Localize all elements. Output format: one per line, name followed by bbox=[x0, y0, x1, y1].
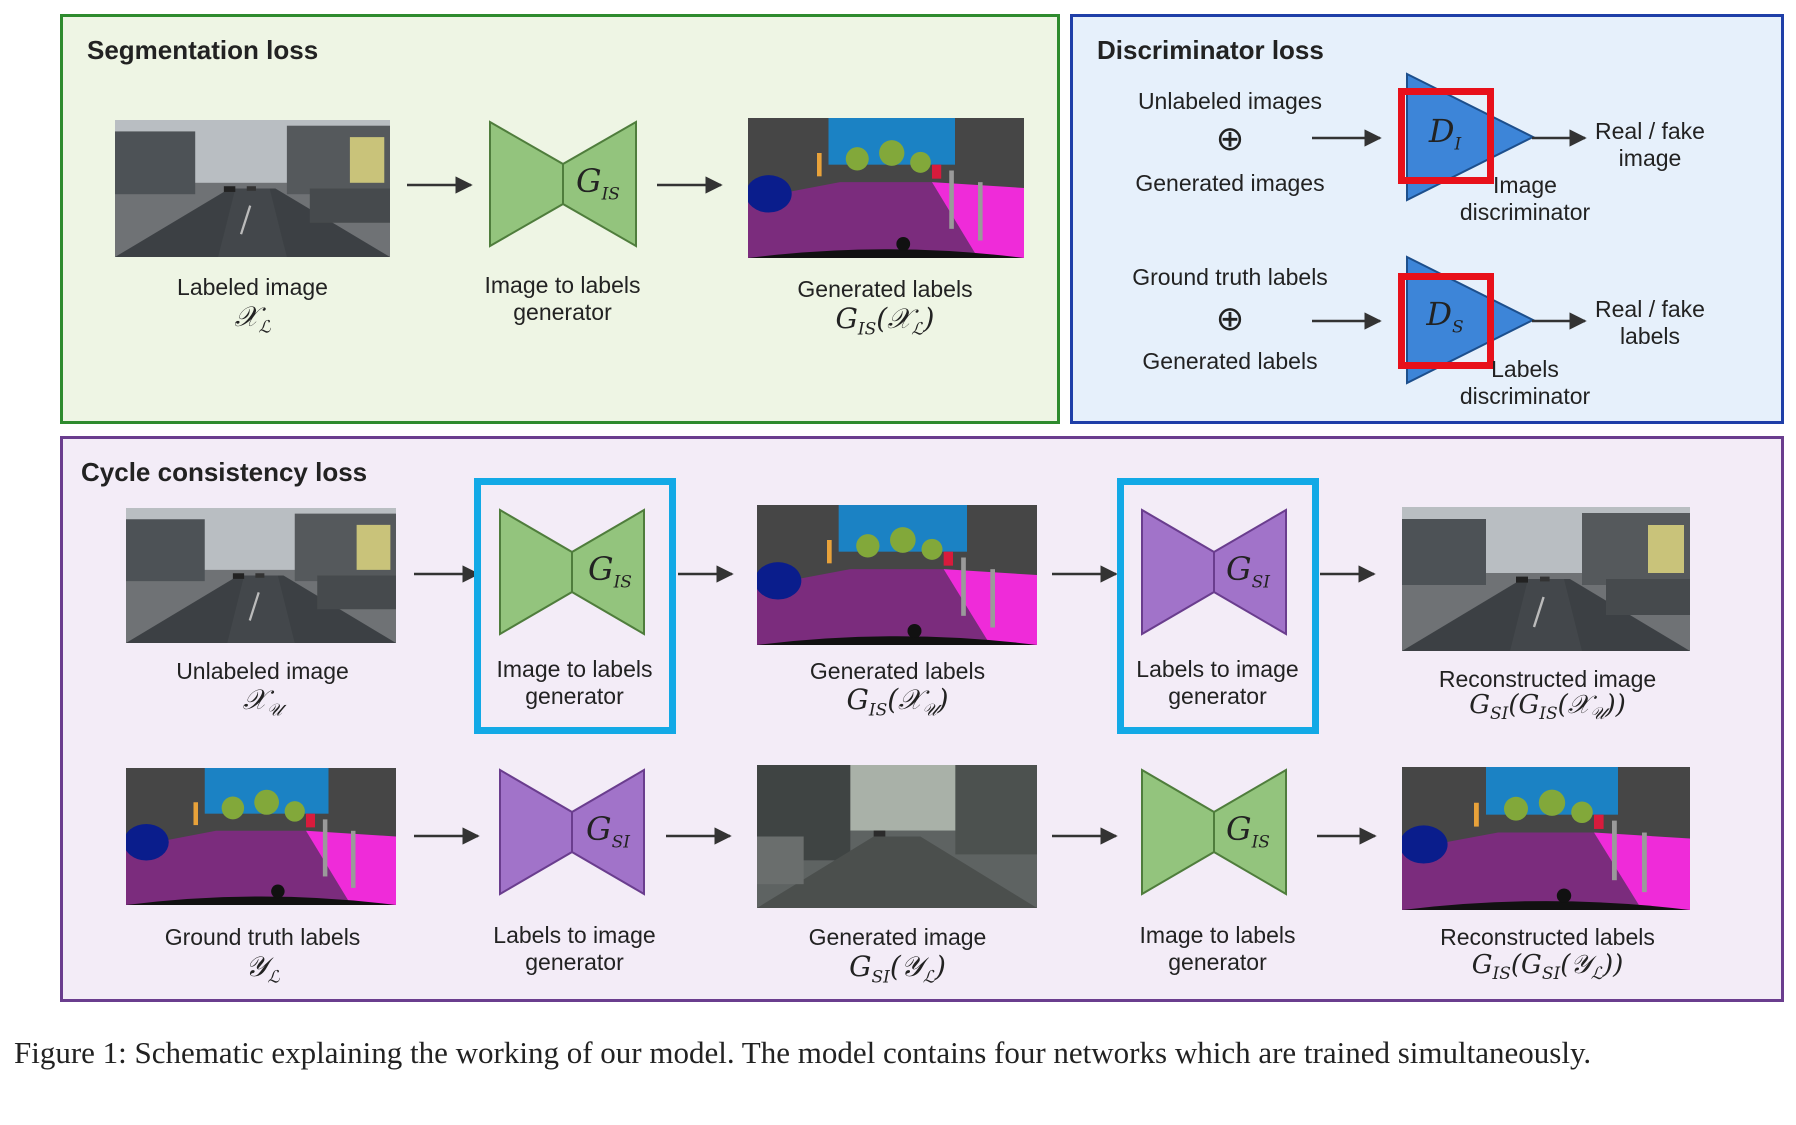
cycle-row1-arrow-4 bbox=[1320, 565, 1376, 583]
cycle-row2-gen1-math: GSI bbox=[586, 810, 630, 853]
cycle-row2-input-math: 𝒴ℒ bbox=[245, 950, 280, 988]
cycle-row1-gen1-shape bbox=[499, 508, 645, 636]
cycle-row2-gen2-label: Image to labels generator bbox=[1139, 922, 1296, 975]
seg-generator-gis-math: GIS bbox=[576, 162, 620, 205]
cycle-row1-arrow-1 bbox=[414, 565, 480, 583]
cycle-row1-input-label: Unlabeled image bbox=[176, 658, 349, 684]
seg-generator-label: Image to labels generator bbox=[484, 272, 641, 325]
disc-row2-bottom-label: Generated labels bbox=[1142, 348, 1318, 374]
segmentation-loss-title: Segmentation loss bbox=[87, 35, 319, 65]
cycle-row1-gen1-cyan-highlight bbox=[474, 478, 676, 734]
cycle-row1-input-math: 𝒳𝒰 bbox=[242, 683, 283, 721]
cycle-row1-gen1-label: Image to labels generator bbox=[496, 656, 653, 709]
seg-arrow-1 bbox=[407, 176, 473, 194]
cycle-row2-input-label: Ground truth labels bbox=[164, 924, 361, 950]
cycle-row2-gen1-label: Labels to image generator bbox=[493, 922, 656, 975]
cycle-row2-mid-label: Generated image bbox=[808, 924, 987, 950]
cycle-row1-arrow-3 bbox=[1052, 565, 1118, 583]
labeled-image-label: Labeled image bbox=[177, 274, 328, 300]
cycle-row2-arrow-4 bbox=[1317, 827, 1377, 845]
disc-row2-output-label: Real / fake labels bbox=[1595, 296, 1705, 349]
cycle-row1-gen2-math: GSI bbox=[1226, 550, 1270, 593]
disc-row1-arrow-out bbox=[1532, 129, 1587, 147]
cycle-row2-arrow-1 bbox=[414, 827, 480, 845]
cycle-row2-gen1-shape bbox=[499, 768, 645, 896]
cycle-row1-gen2-cyan-highlight bbox=[1117, 478, 1319, 734]
cycle-consistency-loss-title: Cycle consistency loss bbox=[81, 457, 368, 487]
labels-discriminator-triangle bbox=[1406, 255, 1536, 385]
cycle-row2-mid-math: GSI(𝒴ℒ) bbox=[849, 950, 946, 988]
generated-labels-label: Generated labels bbox=[797, 276, 973, 302]
cycle-row1-gen2-label: Labels to image generator bbox=[1136, 656, 1299, 709]
cycle-row2-gen2-math: GIS bbox=[1226, 810, 1270, 853]
labeled-image-math: 𝒳ℒ bbox=[234, 300, 271, 338]
cycle-row2-reconstructed-labels-thumbnail bbox=[1402, 767, 1690, 910]
cycle-row2-out-math: GIS(GSI(𝒴ℒ)) bbox=[1471, 950, 1624, 985]
cycle-row1-reconstructed-image-thumbnail bbox=[1402, 507, 1690, 651]
disc-row1-oplus: ⊕ bbox=[1215, 120, 1245, 158]
disc-row1-output-label: Real / fake image bbox=[1595, 118, 1705, 171]
cycle-row1-out-math: GSI(GIS(𝒳𝒰)) bbox=[1469, 690, 1626, 725]
disc-row1-arrow-in bbox=[1312, 129, 1382, 147]
generated-labels-math: GIS(𝒳ℒ) bbox=[835, 302, 935, 340]
cycle-row1-arrow-2 bbox=[678, 565, 734, 583]
cycle-row1-mid-label: Generated labels bbox=[809, 658, 986, 684]
disc-row1-bottom-label: Generated images bbox=[1135, 170, 1325, 196]
labels-discriminator-math: DS bbox=[1426, 295, 1464, 338]
image-discriminator-label: Image discriminator bbox=[1459, 172, 1591, 225]
discriminator-loss-title: Discriminator loss bbox=[1097, 35, 1324, 65]
cycle-row2-arrow-2 bbox=[666, 827, 732, 845]
cycle-row2-gen2-shape bbox=[1141, 768, 1287, 896]
disc-row2-oplus: ⊕ bbox=[1215, 300, 1245, 338]
labels-discriminator-label: Labels discriminator bbox=[1459, 356, 1591, 409]
cycle-row1-unlabeled-image-thumbnail bbox=[126, 508, 396, 643]
image-discriminator-triangle bbox=[1406, 72, 1536, 202]
cycle-row1-out-label: Reconstructed image bbox=[1438, 666, 1657, 692]
labeled-image-thumbnail bbox=[115, 120, 390, 257]
seg-generator-gis-shape bbox=[489, 120, 637, 248]
image-discriminator-math: DI bbox=[1428, 112, 1462, 155]
cycle-row1-mid-math: GIS(𝒳𝒰) bbox=[846, 683, 949, 721]
cycle-row2-out-label: Reconstructed labels bbox=[1440, 924, 1655, 950]
disc-row2-arrow-in bbox=[1312, 312, 1382, 330]
cycle-row2-arrow-3 bbox=[1052, 827, 1118, 845]
figure-caption: Figure 1: Schematic explaining the worki… bbox=[14, 1035, 1592, 1070]
generated-labels-thumbnail bbox=[748, 118, 1024, 258]
labels-discriminator-red-highlight bbox=[1398, 273, 1494, 369]
cycle-row1-gen2-shape bbox=[1141, 508, 1287, 636]
cycle-row2-ground-truth-labels-thumbnail bbox=[126, 768, 396, 905]
cycle-row1-gen1-math: GIS bbox=[588, 550, 632, 593]
cycle-row1-generated-labels-thumbnail bbox=[757, 505, 1037, 645]
disc-row1-top-label: Unlabeled images bbox=[1137, 88, 1323, 114]
cycle-row2-generated-image-thumbnail bbox=[757, 765, 1037, 908]
disc-row2-top-label: Ground truth labels bbox=[1132, 264, 1328, 290]
seg-arrow-2 bbox=[657, 176, 723, 194]
image-discriminator-red-highlight bbox=[1398, 88, 1494, 184]
disc-row2-arrow-out bbox=[1532, 312, 1587, 330]
